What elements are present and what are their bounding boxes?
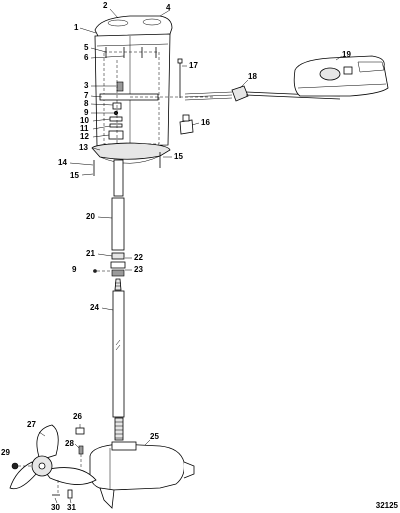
callout-15-right: 15 bbox=[174, 152, 183, 161]
callout-20: 20 bbox=[86, 212, 95, 221]
callout-18: 18 bbox=[248, 72, 257, 81]
callout-15-left: 15 bbox=[70, 171, 79, 180]
callout-25: 25 bbox=[150, 432, 159, 441]
leader-lines bbox=[38, 8, 343, 504]
callout-24: 24 bbox=[90, 303, 99, 312]
callout-17: 17 bbox=[189, 61, 198, 70]
callout-30: 30 bbox=[51, 503, 60, 512]
callout-19: 19 bbox=[342, 50, 351, 59]
callout-14: 14 bbox=[58, 158, 67, 167]
callout-21: 21 bbox=[86, 249, 95, 258]
callout-29: 29 bbox=[1, 448, 10, 457]
callout-22: 22 bbox=[134, 253, 143, 262]
trolling-motor-drawing bbox=[89, 441, 195, 509]
callout-4: 4 bbox=[166, 3, 171, 12]
callout-10: 10 bbox=[80, 116, 89, 125]
callout-23: 23 bbox=[134, 265, 143, 274]
foot-pedal-drawing bbox=[130, 55, 389, 135]
callout-5: 5 bbox=[84, 43, 89, 52]
callout-12: 12 bbox=[80, 132, 89, 141]
control-housing-drawing bbox=[91, 15, 173, 176]
callout-16: 16 bbox=[201, 118, 210, 127]
callout-7: 7 bbox=[84, 91, 89, 100]
callout-3: 3 bbox=[84, 81, 89, 90]
callout-2: 2 bbox=[103, 1, 108, 10]
callout-31: 31 bbox=[67, 503, 76, 512]
propeller-drawing bbox=[9, 424, 97, 499]
upper-shaft-drawing bbox=[93, 159, 126, 277]
callout-26: 26 bbox=[73, 412, 82, 421]
callout-13: 13 bbox=[79, 143, 88, 152]
callout-11: 11 bbox=[80, 124, 89, 133]
callout-8: 8 bbox=[84, 99, 89, 108]
callout-9-head: 9 bbox=[84, 108, 89, 117]
callout-9-collar: 9 bbox=[72, 265, 77, 274]
figure-number: 32125 bbox=[375, 501, 398, 510]
callout-27: 27 bbox=[27, 420, 36, 429]
callout-28: 28 bbox=[65, 439, 74, 448]
lower-shaft-drawing bbox=[112, 278, 125, 441]
callout-1: 1 bbox=[74, 23, 79, 32]
callout-6: 6 bbox=[84, 53, 89, 62]
